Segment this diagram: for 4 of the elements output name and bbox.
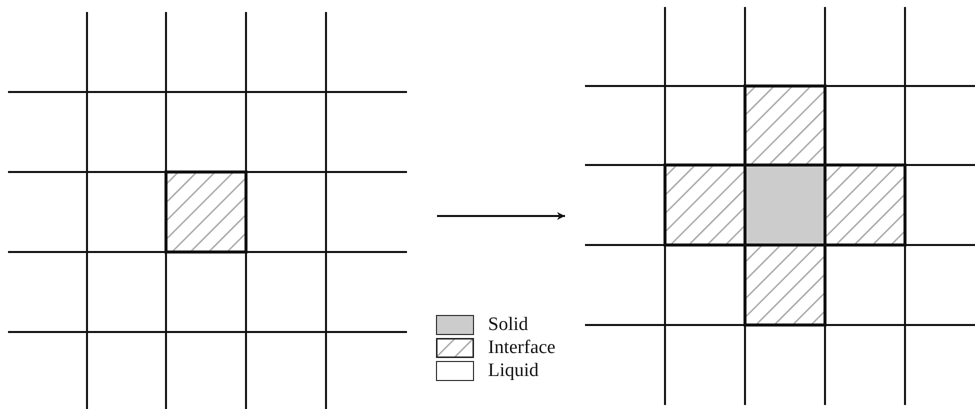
arrow [437,212,565,220]
legend-label: Solid [488,314,528,336]
legend-label: Interface [488,337,556,359]
legend-label: Liquid [488,360,539,382]
